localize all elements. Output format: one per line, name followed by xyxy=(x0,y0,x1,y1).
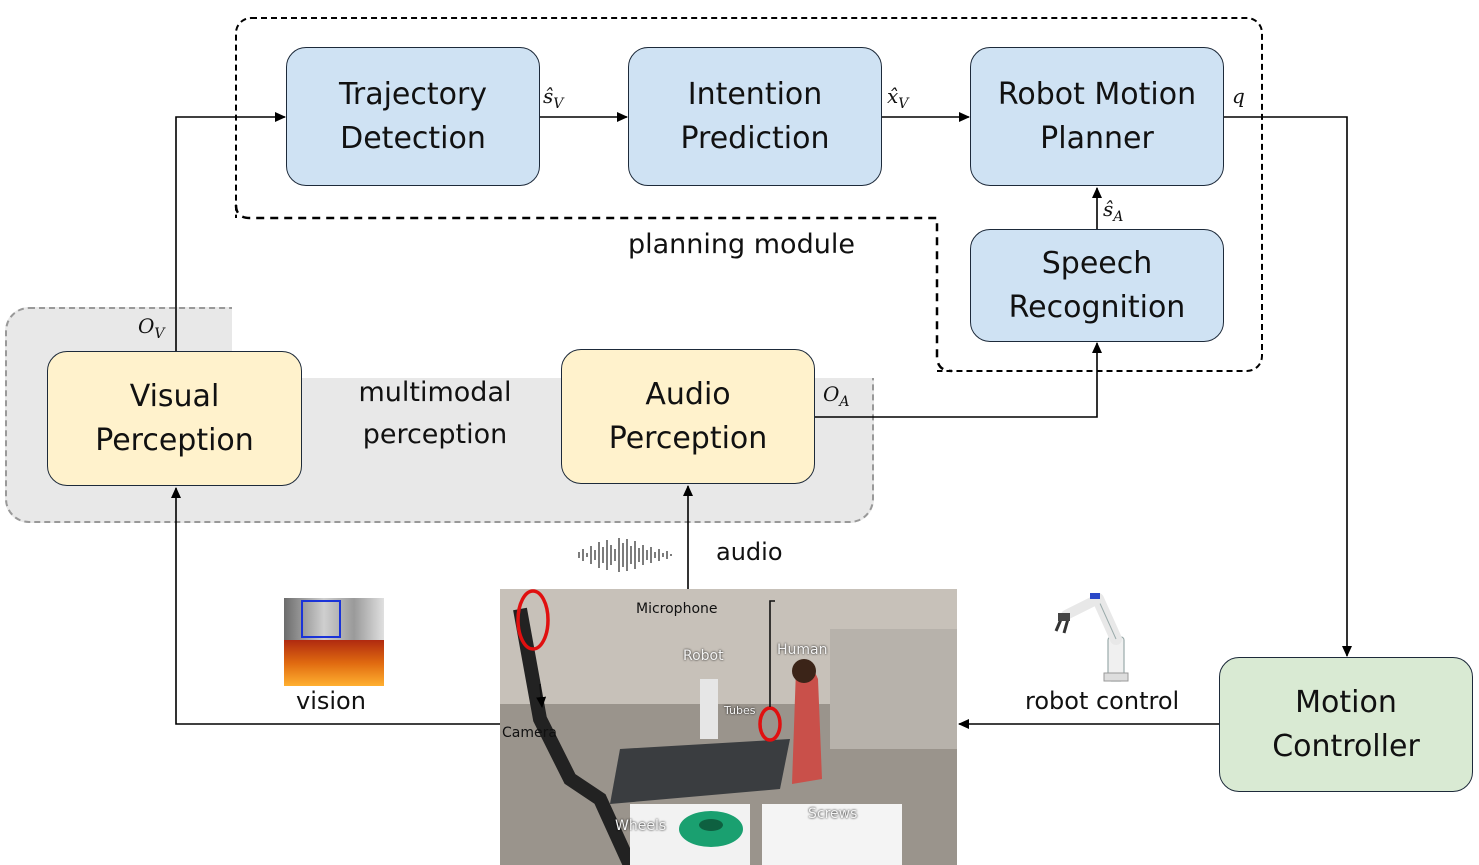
robot-motion-planner-box: Robot Motion Planner xyxy=(970,47,1224,186)
signal-o-a: OA xyxy=(823,382,850,410)
signal-q: q xyxy=(1232,84,1245,108)
signal-s-v-subscript: V xyxy=(553,96,564,112)
arrow-audio-to-speech xyxy=(815,342,1102,418)
multimodal-perception-label: multimodal perception xyxy=(352,372,518,456)
signal-s-v-symbol: ŝ xyxy=(543,84,554,108)
arrow-visual-to-trajectory xyxy=(175,112,286,351)
multimodal-perception-label-line2: perception xyxy=(362,419,508,450)
visual-perception-line2: Perception xyxy=(95,422,254,458)
vision-thumbnail-image xyxy=(284,598,384,686)
scene-illustration xyxy=(500,589,957,865)
motion-controller-line1: Motion xyxy=(1295,684,1397,720)
robot-arm-icon xyxy=(1054,593,1129,682)
multimodal-perception-label-line1: multimodal xyxy=(358,377,512,408)
audio-perception-box: Audio Perception xyxy=(561,349,815,484)
photo-label-robot: Robot xyxy=(683,648,724,664)
signal-o-a-subscript: A xyxy=(839,394,850,410)
planning-module-label: planning module xyxy=(628,229,855,260)
arrow-scene-to-visual xyxy=(171,487,500,725)
intention-prediction-box: Intention Prediction xyxy=(628,47,882,186)
visual-perception-box: Visual Perception xyxy=(47,351,302,486)
audio-waveform-icon xyxy=(578,538,672,572)
signal-s-a: ŝA xyxy=(1103,197,1123,225)
trajectory-detection-line2: Detection xyxy=(340,120,486,156)
signal-o-a-symbol: O xyxy=(823,382,840,406)
photo-label-tubes: Tubes xyxy=(724,704,756,717)
signal-o-v-symbol: O xyxy=(138,314,155,338)
photo-label-microphone: Microphone xyxy=(636,601,718,617)
signal-o-v: OV xyxy=(138,314,165,342)
motion-controller-box: Motion Controller xyxy=(1219,657,1473,792)
audio-label: audio xyxy=(716,538,783,566)
signal-o-v-subscript: V xyxy=(154,326,165,342)
speech-recognition-line1: Speech xyxy=(1041,245,1153,281)
scene-photo: Microphone Robot Human Tubes Camera Whee… xyxy=(500,589,957,865)
robot-motion-planner-line1: Robot Motion xyxy=(997,76,1197,112)
visual-perception-line1: Visual xyxy=(129,378,220,414)
photo-label-wheels: Wheels xyxy=(615,818,667,834)
signal-x-v-symbol: x̂ xyxy=(887,84,899,108)
signal-x-v-subscript: V xyxy=(898,96,909,112)
photo-label-camera: Camera xyxy=(502,725,557,741)
intention-prediction-line1: Intention xyxy=(687,76,823,112)
intention-prediction-line2: Prediction xyxy=(680,120,830,156)
trajectory-detection-line1: Trajectory xyxy=(338,76,488,112)
speech-recognition-box: Speech Recognition xyxy=(970,229,1224,342)
arrow-planner-to-controller xyxy=(1224,116,1352,657)
vision-label: vision xyxy=(296,687,366,715)
vision-detection-box xyxy=(301,600,341,638)
motion-controller-line2: Controller xyxy=(1272,728,1420,764)
audio-perception-line1: Audio xyxy=(645,376,731,412)
photo-label-human: Human xyxy=(777,642,828,658)
signal-s-v: ŝV xyxy=(543,84,563,112)
photo-label-screws: Screws xyxy=(808,806,858,822)
robot-control-label: robot control xyxy=(1025,687,1180,715)
signal-x-v: x̂V xyxy=(887,84,908,112)
trajectory-detection-box: Trajectory Detection xyxy=(286,47,540,186)
audio-perception-line2: Perception xyxy=(608,420,768,456)
robot-motion-planner-line2: Planner xyxy=(1040,120,1154,156)
signal-s-a-symbol: ŝ xyxy=(1103,197,1114,221)
signal-s-a-subscript: A xyxy=(1113,209,1124,225)
speech-recognition-line2: Recognition xyxy=(1008,289,1186,325)
